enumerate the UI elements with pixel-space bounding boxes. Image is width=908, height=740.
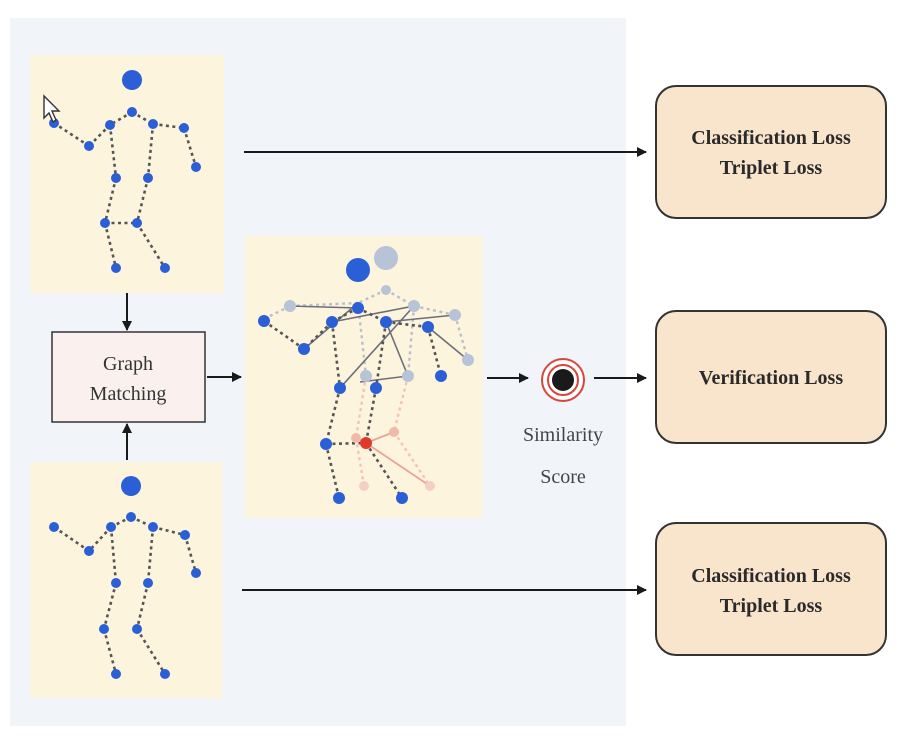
graph-matching-block: Graph Matching [51, 331, 206, 423]
bottom-skeleton-edges [53, 515, 198, 675]
primary-skeleton-joints [258, 258, 447, 504]
graph-matching-label-line1: Graph [103, 353, 153, 375]
primary-skeleton-edges [263, 306, 443, 499]
loss-box-middle: Verification Loss [655, 310, 887, 444]
graph-matching-box [51, 331, 206, 423]
arrows [122, 147, 647, 595]
similarity-label-line2: Score [540, 466, 586, 488]
bottom-skeleton-joints [49, 476, 201, 679]
loss-box-bottom: Classification Loss Triplet Loss [655, 522, 887, 656]
loss-box-top: Classification Loss Triplet Loss [655, 85, 887, 219]
matched-skeleton [245, 236, 483, 518]
bottom-skeleton [30, 462, 222, 698]
similarity-score-icon [541, 358, 585, 402]
loss-bottom-line1: Classification Loss [691, 565, 851, 587]
loss-middle-line1: Verification Loss [699, 367, 843, 389]
loss-bottom-line2: Triplet Loss [720, 595, 823, 617]
loss-top-line1: Classification Loss [691, 127, 851, 149]
loss-top-line2: Triplet Loss [720, 157, 823, 179]
cursor-arrow-icon [43, 94, 61, 124]
similarity-label-line1: Similarity [523, 424, 603, 446]
ghost-skeleton-joints [284, 246, 474, 491]
top-skeleton-joints [49, 70, 201, 273]
top-skeleton [30, 55, 224, 293]
graph-matching-label-line2: Matching [90, 383, 167, 405]
